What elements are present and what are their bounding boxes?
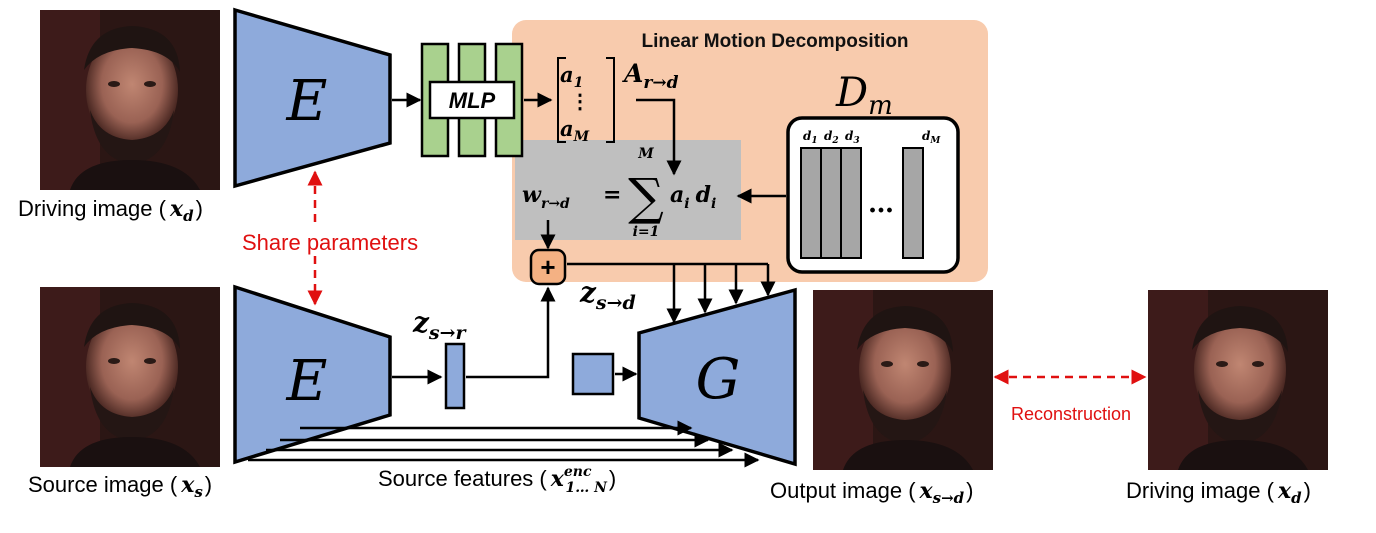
encoder-bottom <box>233 284 392 465</box>
decomposition-title: Linear Motion Decomposition <box>641 31 908 52</box>
vector-bottom: aM <box>560 116 590 145</box>
plus-symbol: + <box>540 252 555 282</box>
dict-column-M <box>902 147 924 259</box>
dict-column-1 <box>800 147 822 259</box>
driving-image-left <box>40 10 220 190</box>
vector-top: a1 <box>560 62 583 91</box>
vector-dots: ⋮ <box>570 89 590 113</box>
vector-bracket-right <box>606 57 615 143</box>
vector-bracket-left <box>557 57 566 143</box>
mlp-label: MLP <box>449 88 496 113</box>
z-sd-label: zs→d <box>579 276 636 314</box>
arrow-A-to-sum <box>636 98 682 176</box>
mlp-box <box>428 80 516 120</box>
dictionary-label: Dm <box>835 70 893 121</box>
driving-image-right <box>1148 290 1328 470</box>
share-parameters-label: Share parameters <box>242 230 418 255</box>
generator-label: G <box>696 347 741 412</box>
dict-ellipsis: … <box>868 189 894 219</box>
sum-equals: = <box>603 182 621 208</box>
share-parameters-bg <box>238 226 460 256</box>
dict-column-2 <box>820 147 842 259</box>
sum-lhs: wr→d <box>522 182 570 212</box>
encoder-bottom-label: E <box>286 349 328 414</box>
z-sr-label: zs→r <box>412 306 468 344</box>
dict-label-d3: d3 <box>845 129 860 146</box>
reconstruction-label: Reconstruction <box>1011 404 1131 424</box>
dict-label-dM: dM <box>922 129 941 146</box>
source-image <box>40 287 220 467</box>
plus-node <box>529 248 567 286</box>
encoder-top-label: E <box>286 69 328 134</box>
A-label: Ar→d <box>622 59 679 93</box>
dict-label-d2: d2 <box>824 129 839 146</box>
caption-driving-right: Driving image (xd) <box>1126 478 1311 507</box>
dict-label-d1: d1 <box>803 129 818 146</box>
sum-sigma: ∑ <box>628 168 664 226</box>
sum-upper: M <box>637 146 654 162</box>
encoder-top <box>233 7 392 189</box>
arrow-zsr-to-plus <box>466 286 556 379</box>
caption-source: Source image (xs) <box>28 472 212 501</box>
sum-lower: i=1 <box>633 224 660 240</box>
dict-column-3 <box>840 147 862 259</box>
caption-output: Output image (xs→d) <box>770 478 973 507</box>
sum-equation-box <box>515 140 741 240</box>
caption-driving-left: Driving image (xd) <box>18 196 203 225</box>
z-sr-vector <box>444 342 466 410</box>
output-image <box>813 290 993 470</box>
constant-input <box>571 352 615 396</box>
